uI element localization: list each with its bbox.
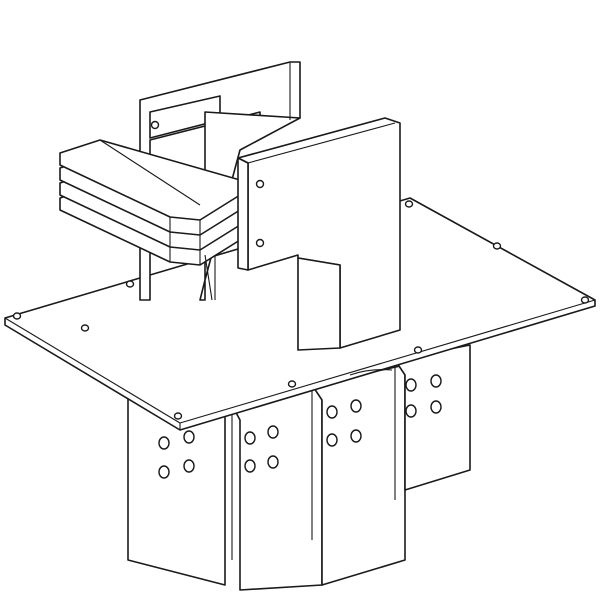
busbar-1 [59, 139, 241, 221]
terminal-pad-4 [394, 344, 471, 500]
terminal-pad-3 [311, 364, 406, 586]
rear-housing-panel [139, 61, 301, 301]
terminal-pad-1 [127, 367, 233, 586]
busbar-stack [59, 139, 241, 301]
front-housing-panel [237, 117, 401, 351]
terminal-pad-2 [231, 384, 323, 591]
